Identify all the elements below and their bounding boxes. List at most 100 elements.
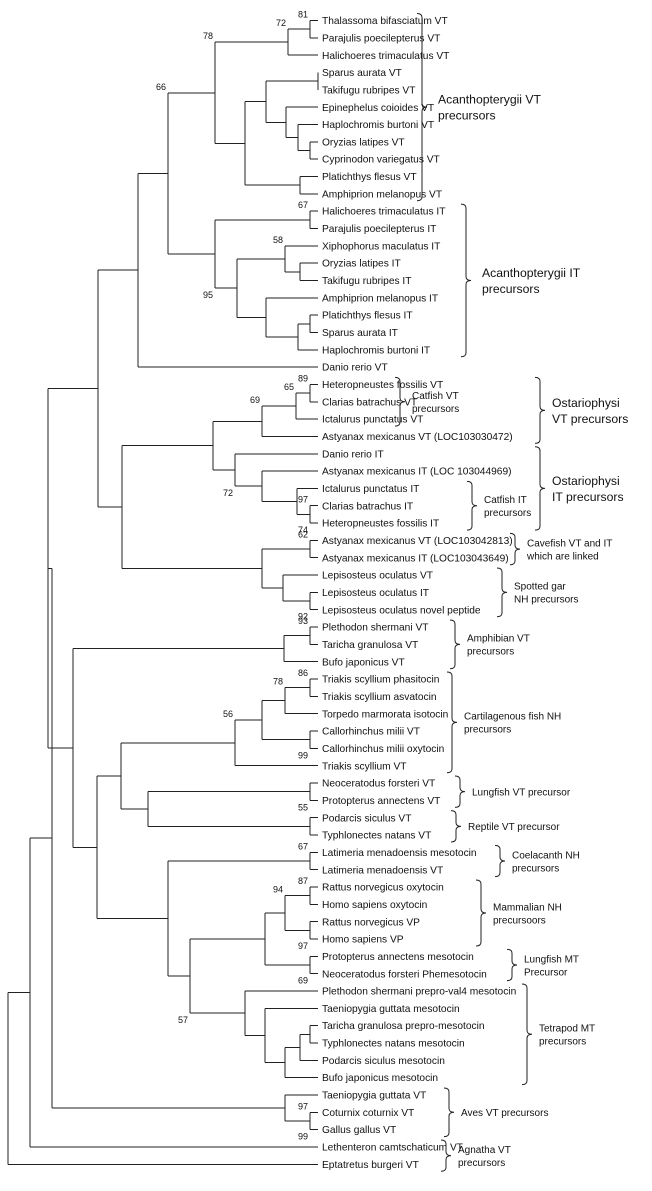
clade-brace [446, 671, 458, 774]
leaf-label: Parajulis poecilepterus IT [322, 224, 436, 235]
leaf-label: Clarias batrachus IT [322, 501, 413, 512]
bootstrap-value: 55 [298, 802, 308, 812]
bootstrap-value: 67 [298, 841, 308, 851]
clade-brace [534, 376, 546, 444]
clade-brace [521, 983, 533, 1086]
leaf-label: Protopterus annectens mesotocin [322, 952, 474, 963]
bootstrap-value: 66 [156, 82, 166, 92]
bootstrap-value: 92 [298, 612, 308, 622]
clade-label: Cavefish VT and IT [527, 538, 612, 549]
leaf-label: Astyanax mexicanus VT (LOC103042813) [322, 536, 513, 547]
bootstrap-value: 74 [298, 525, 308, 535]
leaf-label: Callorhinchus milii VT [322, 727, 420, 738]
clade-label: Lungfish VT precursor [472, 787, 571, 798]
leaf-label: Taricha granulosa prepro-mesotocin [322, 1021, 485, 1032]
leaf-label: Gallus gallus VT [322, 1125, 396, 1136]
bootstrap-value: 86 [298, 668, 308, 678]
clade-brace [454, 775, 466, 808]
leaf-label: Epinephelus coioides VT [322, 103, 434, 114]
clade-brace [506, 948, 518, 982]
leaf-label: Astyanax mexicanus VT (LOC103030472) [322, 432, 513, 443]
leaf-label: Rattus norvegicus VP [322, 917, 420, 928]
leaf-label: Ictalurus punctatus IT [322, 484, 419, 495]
bootstrap-value: 97 [298, 495, 308, 505]
leaf-label: Takifugu rubripes VT [322, 85, 415, 96]
bootstrap-value: 99 [298, 750, 308, 760]
clade-brace [534, 446, 546, 531]
bootstrap-value: 57 [178, 1015, 188, 1025]
clade-label: Ostariophysi [552, 474, 620, 488]
bootstrap-value: 97 [298, 1101, 308, 1111]
leaf-label: Sparus aurata VT [322, 68, 402, 79]
bootstrap-value: 65 [284, 382, 294, 392]
clade-label: Mammalian NH [493, 902, 562, 913]
bootstrap-value: 62 [298, 529, 308, 539]
bootstrap-values: 8172786667955889656972977462929386785699… [156, 10, 308, 1142]
clade-label: precursors [467, 647, 514, 658]
clade-label: Coelacanth NH [512, 850, 580, 861]
clade-label: IT precursors [552, 490, 624, 504]
clade-brace [443, 1087, 455, 1138]
leaf-label: Ictalurus punctatus VT [322, 415, 423, 426]
leaf-label: Triakis scyllium asvatocin [322, 692, 437, 703]
leaf-label: Thalassoma bifasciatum VT [322, 16, 448, 27]
leaf-label: Danio rerio IT [322, 449, 384, 460]
leaf-label: Neoceratodus forsteri VT [322, 779, 435, 790]
clade-label: Catfish IT [484, 495, 527, 506]
leaf-labels: Thalassoma bifasciatum VT Parajulis poeci… [322, 16, 516, 1171]
clade-label: precursors [484, 508, 531, 519]
leaf-label: Typhlonectes natans mesotocin [322, 1039, 465, 1050]
leaf-label: Podarcis siculus VT [322, 813, 411, 824]
clade-brace [475, 879, 487, 947]
leaf-label: Parajulis poecilepterus VT [322, 33, 440, 44]
bootstrap-value: 72 [223, 488, 233, 498]
clade-label: precursoors [493, 915, 546, 926]
clade-label: Acanthopterygii IT [482, 266, 581, 280]
clade-annotations: Acanthopterygii VTprecursorsAcanthoptery… [394, 13, 628, 1172]
clade-label: Ostariophysi [552, 396, 620, 410]
bootstrap-value: 95 [203, 290, 213, 300]
leaf-label: Taricha granulosa VT [322, 640, 418, 651]
leaf-label: Eptatretus burgeri VT [322, 1160, 419, 1171]
clade-label: which are linked [526, 551, 599, 562]
clade-label: Cartilagenous fish NH [464, 712, 561, 723]
clade-label: precursors [412, 404, 459, 415]
bootstrap-value: 99 [298, 1132, 308, 1142]
leaf-label: Haplochromis burtoni IT [322, 345, 430, 356]
clade-brace [394, 376, 406, 427]
clade-label: precursors [438, 109, 496, 123]
clade-label: Tetrapod MT [539, 1024, 595, 1035]
leaf-label: Torpedo marmorata isotocin [322, 709, 448, 720]
leaf-label: Xiphophorus maculatus IT [322, 241, 440, 252]
leaf-label: Homo sapiens VP [322, 935, 404, 946]
leaf-label: Podarcis siculus mesotocin [322, 1056, 445, 1067]
bootstrap-value: 69 [298, 976, 308, 986]
bootstrap-value: 87 [298, 876, 308, 886]
leaf-label: Coturnix coturnix VT [322, 1108, 414, 1119]
leaf-label: Astyanax mexicanus IT (LOC 103044969) [322, 467, 512, 478]
clade-label: precursors [482, 282, 540, 296]
clade-label: Aves VT precursors [461, 1108, 548, 1119]
leaf-label: Rattus norvegicus oxytocin [322, 883, 444, 894]
leaf-label: Heteropneustes fossilis VT [322, 380, 443, 391]
bootstrap-value: 67 [298, 200, 308, 210]
bootstrap-value: 69 [250, 395, 260, 405]
clade-brace [466, 480, 478, 531]
leaf-label: Halichoeres trimaculatus IT [322, 207, 445, 218]
bootstrap-value: 81 [298, 10, 308, 20]
clade-label: precursors [512, 863, 559, 874]
clade-label: precursors [464, 725, 511, 736]
leaf-label: Homo sapiens oxytocin [322, 900, 427, 911]
clade-label: Amphibian VT [467, 634, 530, 645]
leaf-label: Plethodon shermani prepro-val4 mesotocin [322, 987, 516, 998]
leaf-label: Bufo japonicus VT [322, 657, 405, 668]
clade-label: Lungfish MT [524, 954, 579, 965]
leaf-label: Typhlonectes natans VT [322, 831, 431, 842]
clade-brace [449, 619, 461, 670]
leaf-label: Cyprinodon variegatus VT [322, 155, 440, 166]
leaf-label: Platichthys flesus IT [322, 311, 413, 322]
clade-label: precursors [458, 1158, 505, 1169]
leaf-label: Halichoeres trimaculatus VT [322, 51, 449, 62]
bootstrap-value: 78 [273, 677, 283, 687]
clade-label: Acanthopterygii VT [438, 93, 542, 107]
